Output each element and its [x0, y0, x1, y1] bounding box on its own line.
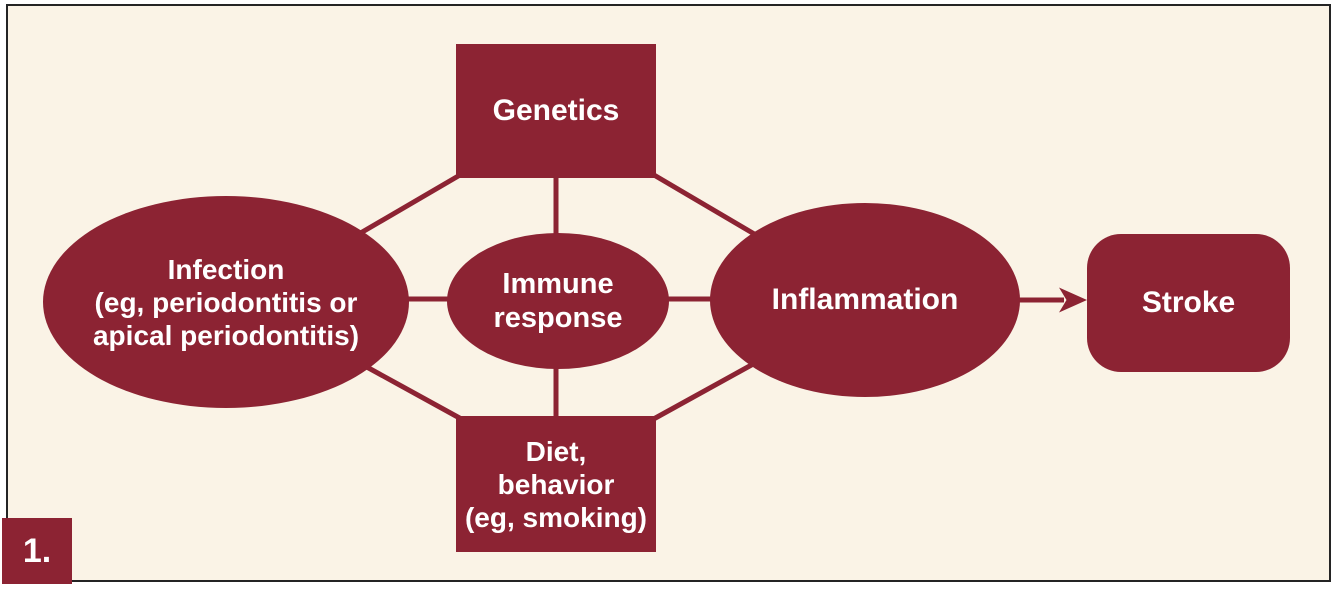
node-infection: Infection (eg, periodontitis or apical p… — [43, 196, 409, 408]
node-stroke: Stroke — [1087, 234, 1290, 372]
node-diet-behavior-label-line: Diet, — [525, 435, 587, 467]
node-genetics: Genetics — [456, 44, 656, 178]
node-immune-response: Immune response — [447, 233, 669, 369]
node-genetics-label: Genetics — [492, 94, 620, 127]
node-immune-response-label-line: response — [493, 302, 623, 334]
node-diet-behavior-label-line: (eg, smoking) — [464, 501, 647, 533]
node-diet-behavior-label-line: behavior — [497, 468, 615, 500]
node-infection-label-line: Infection — [167, 253, 285, 285]
node-infection-label-line: apical periodontitis) — [92, 319, 360, 351]
node-infection-label-line: (eg, periodontitis or — [94, 286, 358, 318]
node-stroke-label: Stroke — [1141, 286, 1236, 319]
figure-number-badge: 1. — [2, 518, 72, 584]
node-diet-behavior: Diet, behavior (eg, smoking) — [456, 416, 656, 552]
node-immune-response-label-line: Immune — [502, 268, 614, 300]
figure-number-label: 1. — [22, 531, 52, 570]
node-inflammation: Inflammation — [710, 203, 1020, 397]
node-inflammation-label: Inflammation — [771, 283, 959, 316]
arrowhead-icon — [1059, 287, 1087, 313]
